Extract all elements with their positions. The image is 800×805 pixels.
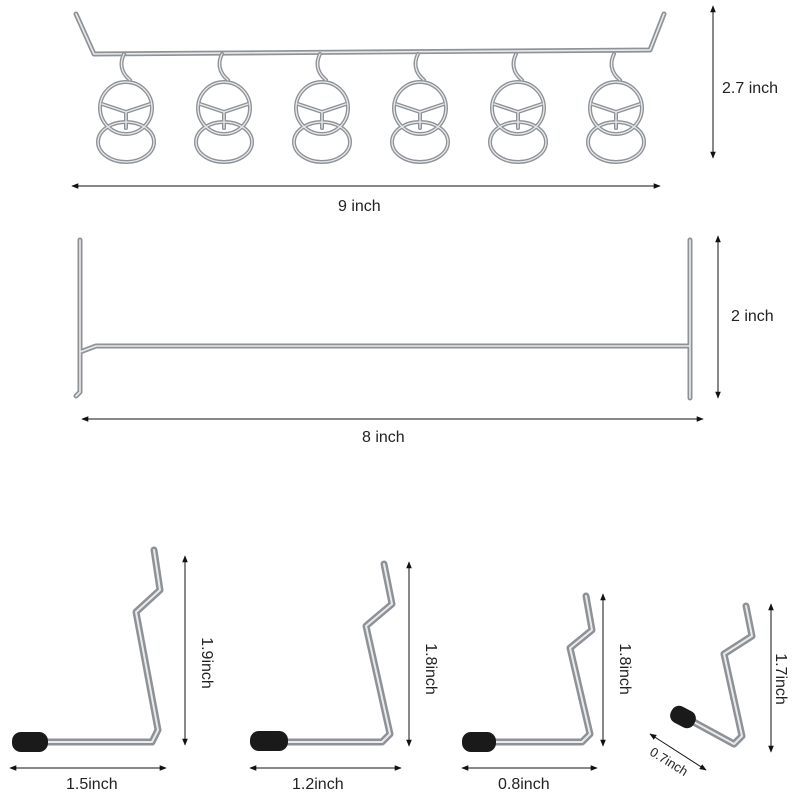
hook-3-length-label: 0.8inch	[498, 776, 550, 793]
bar-height-label: 2 inch	[731, 308, 774, 325]
rubber-tip	[250, 731, 288, 751]
rack-loop-hook	[96, 52, 156, 164]
rack-width-label: 9 inch	[338, 198, 381, 215]
hook-1-length-label: 1.5inch	[66, 776, 118, 793]
rack-loop-hook	[292, 52, 352, 164]
hook-2-length-label: 1.2inch	[292, 776, 344, 793]
bar-width-label: 8 inch	[362, 429, 405, 446]
l-hook-3	[462, 592, 596, 752]
hook-1-height-label: 1.9inch	[198, 637, 215, 689]
rack-wire-highlight	[75, 13, 665, 55]
rack-height-label: 2.7 inch	[722, 80, 779, 97]
rubber-tip	[462, 732, 496, 752]
rack-loop-hook	[586, 52, 646, 164]
hook-4-height-label: 1.7inch	[772, 653, 789, 705]
rack-loop-hook	[194, 52, 254, 164]
hook-4-length-arrow	[649, 733, 707, 771]
l-hook-4	[670, 602, 756, 748]
rack-loop-hook	[488, 52, 548, 164]
l-hook-1	[12, 546, 164, 752]
rubber-tip	[670, 705, 696, 729]
l-hook-2	[250, 560, 396, 751]
rubber-tip	[12, 732, 48, 752]
rack-loop-hook	[390, 52, 450, 164]
straight-bar	[73, 237, 693, 401]
hook-2-height-label: 1.8inch	[422, 643, 439, 695]
loop-hook-rack	[73, 11, 667, 164]
rack-wire-shadow	[73, 11, 667, 57]
hook-3-height-label: 1.8inch	[616, 643, 633, 695]
